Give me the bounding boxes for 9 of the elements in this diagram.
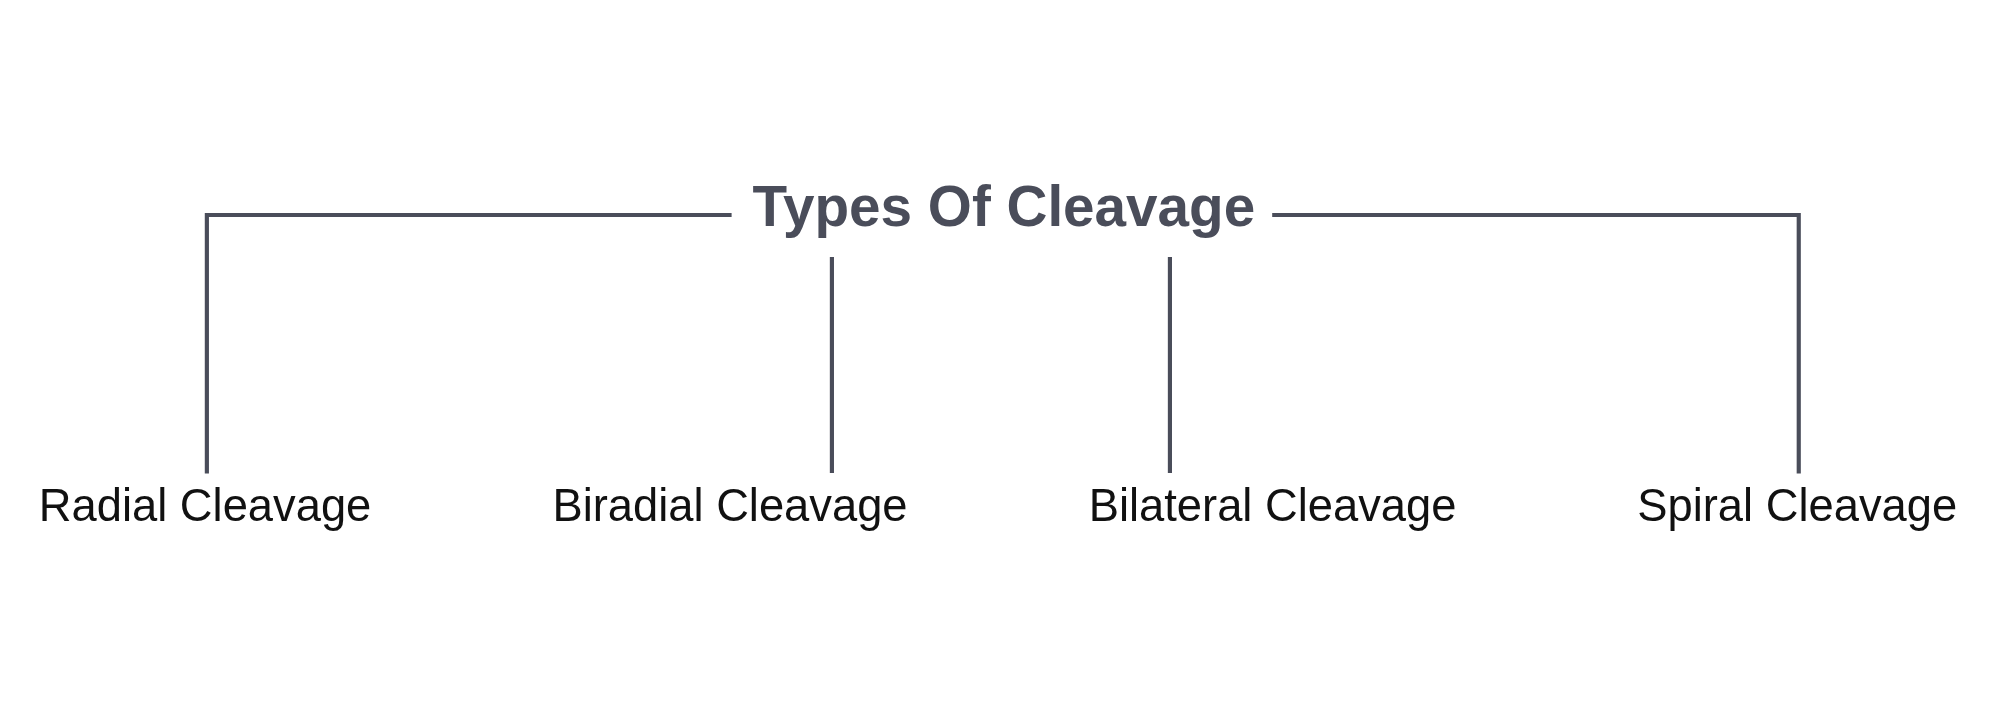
node-text: Types Of Cleavage xyxy=(752,175,1256,239)
connector xyxy=(1272,212,1801,474)
connector xyxy=(829,257,834,474)
connector xyxy=(204,212,732,474)
node-text: Biradial Cleavage xyxy=(552,480,908,532)
node-text: Spiral Cleavage xyxy=(1637,480,1958,532)
node-text: Radial Cleavage xyxy=(38,480,372,532)
node-text: Bilateral Cleavage xyxy=(1088,480,1457,532)
connector xyxy=(1167,257,1172,474)
